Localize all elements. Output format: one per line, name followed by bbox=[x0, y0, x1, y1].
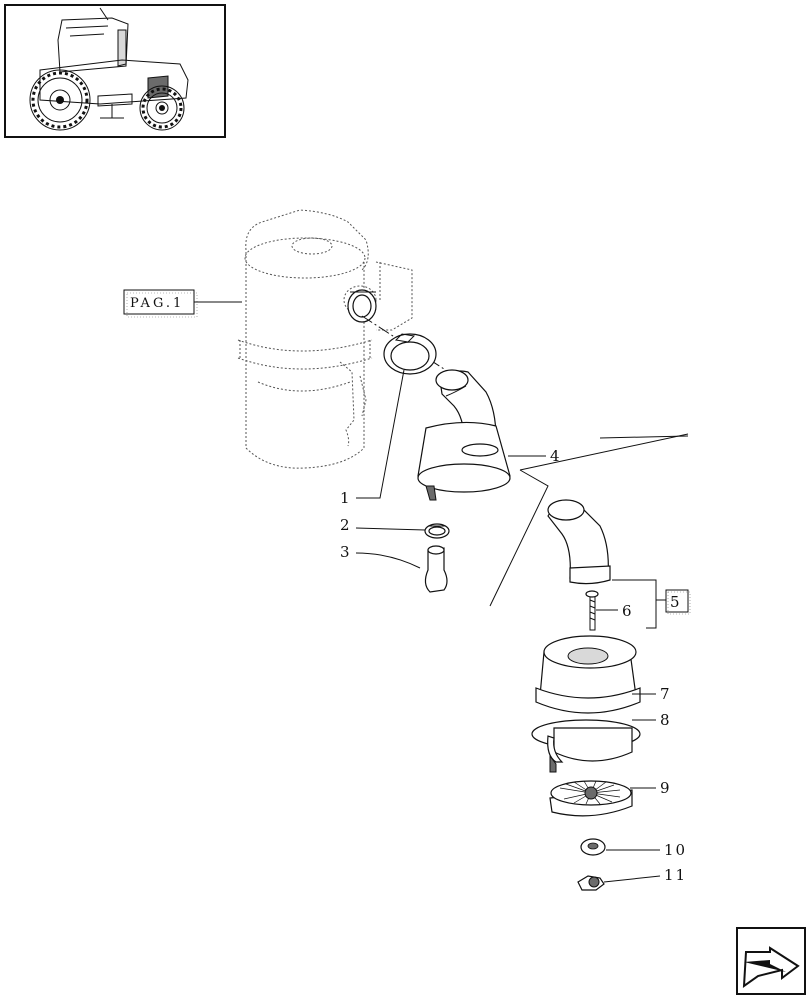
page-reference-text: PAG.1 bbox=[130, 296, 184, 311]
callout-3: 3 bbox=[340, 543, 352, 561]
filter-cover bbox=[535, 635, 641, 714]
hose-clamp-ring bbox=[383, 333, 437, 375]
callout-6: 6 bbox=[622, 602, 634, 620]
callout-leaders bbox=[355, 369, 666, 883]
filter-element bbox=[549, 780, 633, 817]
housing-inlet-tube bbox=[347, 289, 377, 323]
callout-2: 2 bbox=[340, 516, 352, 534]
tractor-thumbnail-icon bbox=[4, 4, 226, 138]
callout-11: 11 bbox=[664, 866, 687, 884]
elbow-tube bbox=[547, 499, 611, 585]
page-reference-box[interactable]: PAG.1 bbox=[123, 289, 242, 318]
air-filter-housing-phantom bbox=[237, 209, 413, 469]
group-reference-box[interactable]: 5 bbox=[665, 589, 691, 615]
callout-labels: 1 2 3 4 6 7 8 9 10 11 bbox=[340, 447, 687, 884]
drain-valve bbox=[424, 545, 448, 593]
elbow-pre-cleaner-assembly bbox=[417, 369, 511, 501]
filter-bowl bbox=[531, 719, 641, 773]
small-clamp bbox=[424, 523, 450, 539]
callout-8: 8 bbox=[660, 711, 672, 729]
callout-4: 4 bbox=[550, 447, 562, 465]
bolt bbox=[585, 590, 599, 631]
callout-10: 10 bbox=[664, 841, 687, 859]
callout-9: 9 bbox=[660, 779, 672, 797]
washer bbox=[580, 838, 606, 856]
callout-7: 7 bbox=[660, 685, 672, 703]
group-reference-text: 5 bbox=[670, 593, 682, 611]
next-page-arrow-icon[interactable] bbox=[736, 927, 806, 995]
wing-nut bbox=[577, 875, 605, 891]
callout-1: 1 bbox=[340, 489, 352, 507]
